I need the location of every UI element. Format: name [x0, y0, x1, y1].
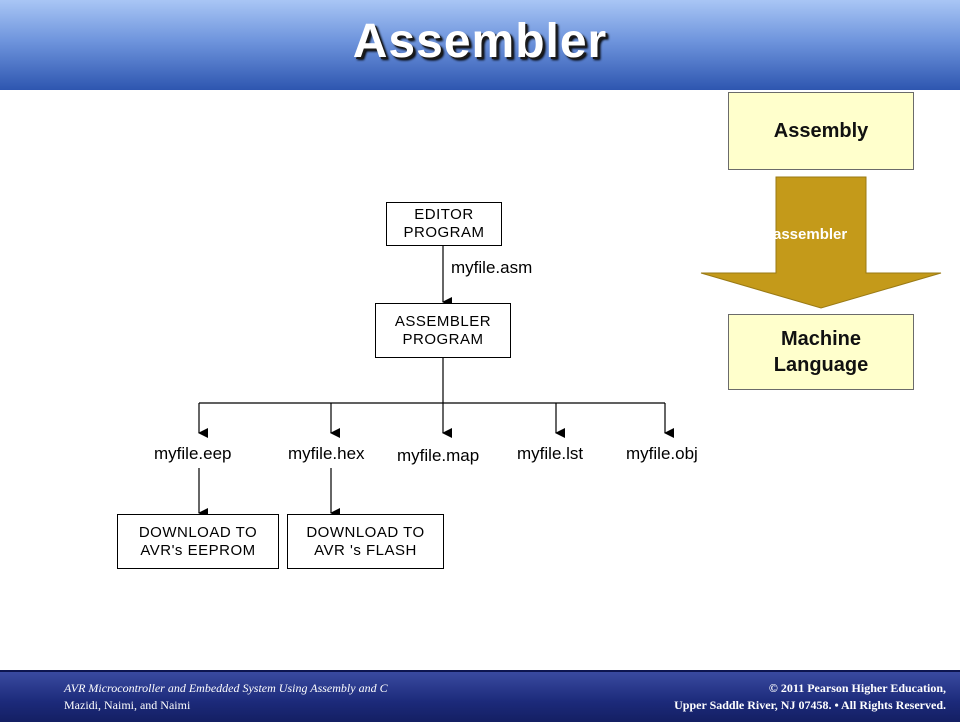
download-eeprom-line1: DOWNLOAD TO	[138, 523, 258, 541]
file-label-asm: myfile.asm	[451, 258, 533, 277]
assembler-arrow-shape	[700, 176, 942, 309]
footer-copyright-line2: Upper Saddle River, NJ 07458. • All Righ…	[674, 698, 946, 712]
footer-bar: AVR Microcontroller and Embedded System …	[0, 670, 960, 722]
machine-language-line1: Machine	[780, 328, 861, 350]
assembler-program-line1: ASSEMBLER	[394, 312, 492, 330]
download-flash-box: DOWNLOAD TO AVR 's FLASH	[287, 514, 444, 569]
file-label-map: myfile.map	[397, 446, 480, 465]
download-flash-line1: DOWNLOAD TO	[306, 523, 425, 541]
assembler-arrow-label: assembler	[773, 226, 848, 243]
footer-copyright: © 2011 Pearson Higher Education, Upper S…	[674, 680, 946, 714]
file-label-obj: myfile.obj	[626, 444, 698, 463]
footer-book-title: AVR Microcontroller and Embedded System …	[64, 681, 388, 695]
machine-language-line2: Language	[773, 354, 869, 376]
assembly-box: Assembly	[728, 92, 914, 170]
file-label-hex: myfile.hex	[288, 444, 365, 463]
page-title: Assembler	[352, 15, 608, 68]
editor-program-box: EDITOR PROGRAM	[386, 202, 502, 246]
download-eeprom-line2: AVR's EEPROM	[140, 541, 256, 559]
file-label-eep: myfile.eep	[154, 444, 232, 463]
editor-program-line1: EDITOR	[414, 206, 474, 223]
assembler-program-box: ASSEMBLER PROGRAM	[375, 303, 511, 358]
file-label-lst: myfile.lst	[517, 444, 584, 463]
download-eeprom-box: DOWNLOAD TO AVR's EEPROM	[117, 514, 279, 569]
assembler-program-line2: PROGRAM	[402, 330, 484, 348]
download-flash-line2: AVR 's FLASH	[314, 541, 417, 559]
machine-language-box: Machine Language	[728, 314, 914, 390]
footer-copyright-line1: © 2011 Pearson Higher Education,	[768, 681, 946, 695]
footer-authors: Mazidi, Naimi, and Naimi	[64, 698, 191, 712]
footer-book-info: AVR Microcontroller and Embedded System …	[64, 680, 388, 714]
editor-program-line2: PROGRAM	[403, 224, 485, 241]
title-bar: Assembler	[0, 0, 960, 90]
